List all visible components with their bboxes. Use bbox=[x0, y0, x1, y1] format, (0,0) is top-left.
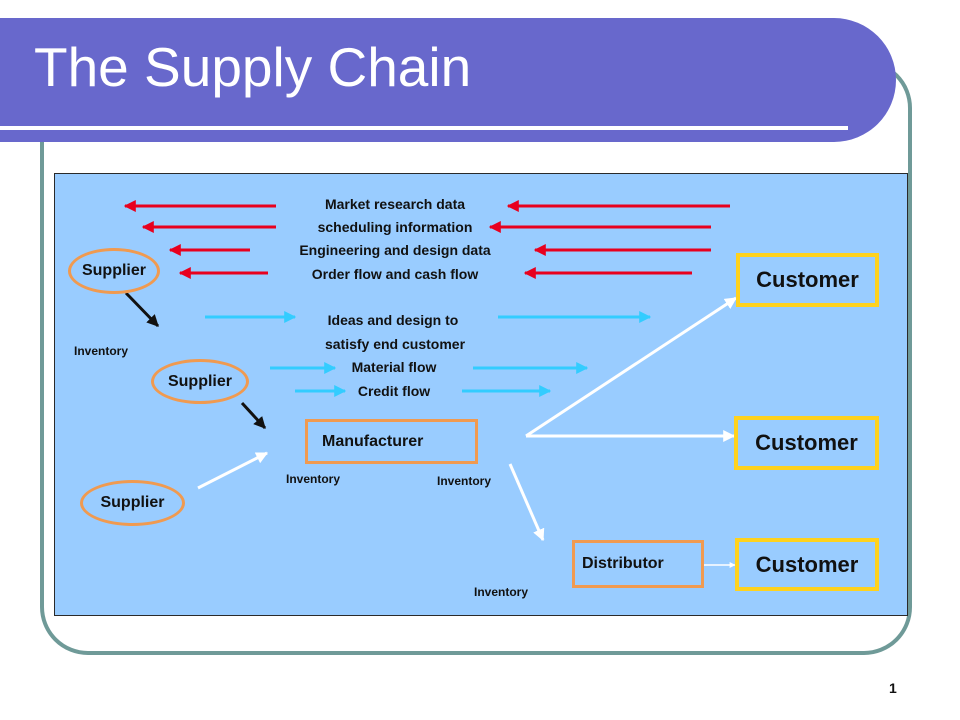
engineering-label: Engineering and design data bbox=[299, 242, 491, 258]
scheduling-label: scheduling information bbox=[317, 219, 473, 235]
title-bar bbox=[0, 18, 896, 142]
order-flow-label: Order flow and cash flow bbox=[311, 266, 479, 282]
diagram-background bbox=[54, 173, 908, 616]
inventory-label-manufacturer-in: Inventory bbox=[286, 472, 341, 486]
supplier-node-3: Supplier bbox=[80, 480, 185, 526]
slide-title: The Supply Chain bbox=[34, 36, 472, 98]
market-research-label: Market research data bbox=[324, 196, 466, 212]
title-underline bbox=[0, 126, 848, 130]
manufacturer-to-customer1-arrow bbox=[525, 296, 738, 438]
supplier2-to-manufacturer-arrow bbox=[240, 401, 267, 430]
material-flow-label: Material flow bbox=[351, 359, 437, 375]
supplier-node-2: Supplier bbox=[151, 359, 249, 404]
customer-node-2: Customer bbox=[734, 416, 879, 470]
inventory-label-supplier: Inventory bbox=[74, 344, 129, 358]
customer-node-3: Customer bbox=[735, 538, 879, 591]
supplier1-to-supplier2-arrow bbox=[124, 291, 160, 328]
inventory-label-distributor: Inventory bbox=[474, 585, 529, 599]
page-number: 1 bbox=[889, 680, 897, 696]
customer-node-1: Customer bbox=[736, 253, 879, 307]
manufacturer-node: Manufacturer bbox=[305, 419, 478, 464]
inventory-label-manufacturer-out: Inventory bbox=[437, 474, 492, 488]
distributor-node: Distributor bbox=[572, 540, 704, 588]
supplier-node-1: Supplier bbox=[68, 248, 160, 294]
manufacturer-to-distributor-arrow bbox=[508, 463, 545, 542]
supplier3-to-manufacturer-arrow bbox=[197, 451, 269, 490]
credit-flow-label: Credit flow bbox=[357, 383, 431, 399]
ideas-label-line1: Ideas and design to bbox=[327, 312, 459, 328]
ideas-label-line2: satisfy end customer bbox=[324, 336, 466, 352]
